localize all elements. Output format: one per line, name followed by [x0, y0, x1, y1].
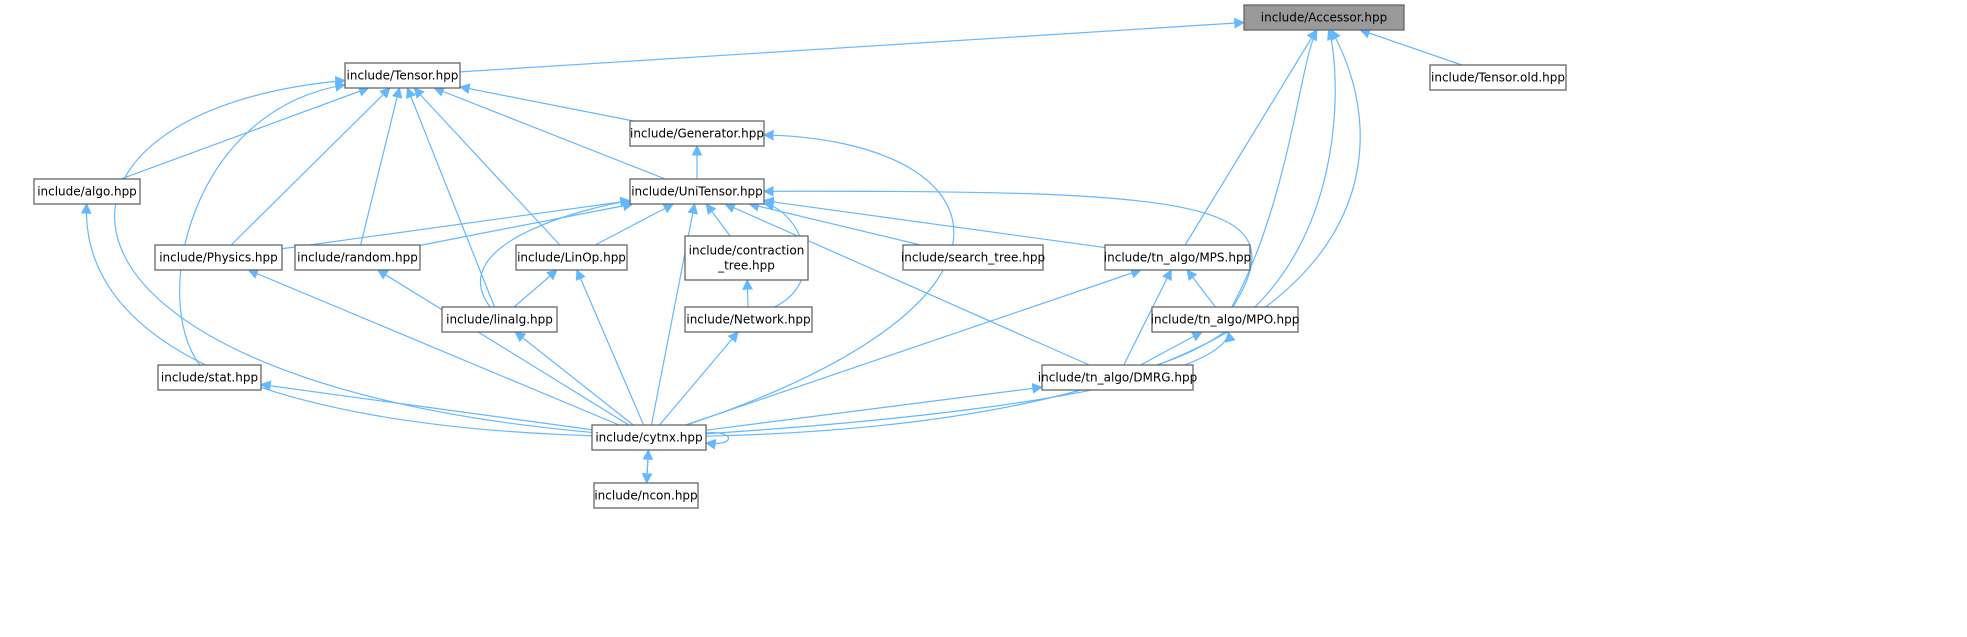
- node-accessor[interactable]: include/Accessor.hpp: [1243, 4, 1405, 31]
- edge-physics-to-unitensor: [281, 196, 632, 250]
- node-box: [629, 178, 765, 205]
- edge-mpo-to-accessor: [1231, 29, 1318, 308]
- edge-dmrg-to-mps: [1123, 269, 1172, 366]
- node-label: include/stat.hpp: [161, 371, 258, 385]
- nodes-layer: include/Accessor.hpp include/Tensor.hpp in…: [33, 4, 1567, 509]
- edge-unitensor-to-tensor: [433, 86, 666, 180]
- node-ncon[interactable]: include/ncon.hpp: [593, 482, 699, 509]
- edge-cytnx-to-tensor: [114, 75, 593, 434]
- edge-linop-to-tensor: [413, 87, 561, 246]
- edge-cytnx-to-accessor: [705, 29, 1361, 437]
- node-label: include/LinOp.hpp: [517, 251, 626, 265]
- edge-random-to-tensor: [360, 86, 403, 246]
- node-box: [33, 178, 141, 205]
- node-box: [684, 306, 813, 333]
- node-box: [441, 306, 558, 333]
- node-label: include/cytnx.hpp: [595, 431, 702, 445]
- edge-cytnx-to-stat: [259, 380, 593, 431]
- edge-mpo-to-mps: [1186, 269, 1216, 308]
- node-stat[interactable]: include/stat.hpp: [157, 364, 262, 391]
- node-label: _tree.hpp: [717, 259, 775, 273]
- node-tensor[interactable]: include/Tensor.hpp: [344, 62, 461, 89]
- edge-random-to-unitensor: [419, 200, 634, 246]
- node-label: include/algo.hpp: [37, 185, 137, 199]
- node-label: include/tn_algo/DMRG.hpp: [1038, 371, 1197, 385]
- node-box: [629, 120, 765, 147]
- edge-generator-to-tensor: [458, 83, 634, 122]
- node-label: include/Tensor.hpp: [347, 69, 459, 83]
- node-label: include/Physics.hpp: [159, 251, 278, 265]
- node-physics[interactable]: include/Physics.hpp: [154, 244, 283, 271]
- node-label: include/Accessor.hpp: [1261, 11, 1387, 25]
- node-box: [1243, 4, 1405, 31]
- node-box: [902, 244, 1044, 271]
- edge-cytnx-to-random: [376, 269, 630, 426]
- node-algo[interactable]: include/algo.hpp: [33, 178, 141, 205]
- edge-dmrg-to-unitensor: [724, 202, 1090, 366]
- node-label: include/search_tree.hpp: [901, 251, 1045, 265]
- node-label: include/UniTensor.hpp: [631, 185, 763, 199]
- node-cytnx[interactable]: include/cytnx.hpp: [591, 424, 707, 451]
- edge-linalg-to-unitensor: [480, 196, 632, 308]
- node-label: include/Tensor.old.hpp: [1431, 71, 1565, 85]
- node-contraction-tree[interactable]: include/contraction_tree.hpp: [684, 235, 809, 281]
- node-random[interactable]: include/random.hpp: [294, 244, 421, 271]
- edge-cytnx-to-mps: [685, 268, 1142, 426]
- edge-tensor_old-to-accessor: [1359, 28, 1462, 66]
- node-label: include/Generator.hpp: [630, 127, 764, 141]
- edge-cytnx-to-linop: [575, 269, 645, 426]
- edge-cytnx-to-physics: [247, 268, 620, 426]
- node-box: [1429, 64, 1567, 91]
- node-linalg[interactable]: include/linalg.hpp: [441, 306, 558, 333]
- node-box: [294, 244, 421, 271]
- edge-physics-to-tensor: [230, 87, 391, 246]
- edge-network-to-contraction_tree: [742, 278, 753, 308]
- node-box: [1041, 364, 1194, 391]
- node-linop[interactable]: include/LinOp.hpp: [515, 244, 628, 271]
- node-box: [1151, 306, 1299, 333]
- edge-linalg-to-linop: [513, 269, 558, 308]
- node-generator[interactable]: include/Generator.hpp: [629, 120, 765, 147]
- edge-tensor-to-accessor: [459, 17, 1246, 73]
- edge-cytnx-to-generator: [686, 129, 955, 426]
- node-tensor-old[interactable]: include/Tensor.old.hpp: [1429, 64, 1567, 91]
- edge-cytnx-to-ncon: [641, 449, 653, 485]
- edge-cytnx-to-linalg: [514, 331, 634, 426]
- node-box: [591, 424, 707, 451]
- node-mps[interactable]: include/tn_algo/MPS.hpp: [1104, 244, 1251, 271]
- edge-dmrg-to-mpo: [1140, 331, 1203, 366]
- node-mpo[interactable]: include/tn_algo/MPO.hpp: [1151, 306, 1300, 333]
- node-dmrg[interactable]: include/tn_algo/DMRG.hpp: [1038, 364, 1197, 391]
- node-unitensor[interactable]: include/UniTensor.hpp: [629, 178, 765, 205]
- node-box: [684, 235, 809, 281]
- node-label: include/tn_algo/MPO.hpp: [1151, 313, 1300, 327]
- edge-contraction_tree-to-unitensor: [705, 203, 731, 237]
- node-search-tree[interactable]: include/search_tree.hpp: [901, 244, 1045, 271]
- edge-search_tree-to-unitensor: [748, 201, 921, 246]
- node-box: [515, 244, 628, 271]
- edge-linalg-to-tensor: [406, 86, 496, 308]
- node-box: [1104, 244, 1251, 271]
- node-label: include/tn_algo/MPS.hpp: [1104, 251, 1251, 265]
- node-label: include/linalg.hpp: [446, 313, 553, 327]
- edge-algo-to-tensor: [120, 86, 370, 180]
- edge-linop-to-unitensor: [594, 203, 675, 246]
- node-network[interactable]: include/Network.hpp: [684, 306, 813, 333]
- edge-cytnx-to-dmrg: [705, 383, 1044, 431]
- edge-cytnx-to-cytnx: [704, 432, 729, 450]
- node-box: [154, 244, 283, 271]
- edge-mps-to-unitensor: [762, 196, 1106, 249]
- edge-mps-to-accessor: [1184, 29, 1317, 246]
- node-box: [344, 62, 461, 89]
- node-box: [157, 364, 262, 391]
- node-label: include/Network.hpp: [686, 313, 810, 327]
- edge-cytnx-to-algo: [80, 202, 593, 437]
- node-label: include/random.hpp: [297, 251, 418, 265]
- edge-stat-to-tensor: [179, 81, 347, 366]
- node-label: include/ncon.hpp: [594, 489, 697, 503]
- edge-cytnx-to-network: [659, 331, 739, 426]
- node-label: include/contraction: [689, 244, 805, 258]
- edges-layer: [80, 17, 1462, 485]
- node-box: [593, 482, 699, 509]
